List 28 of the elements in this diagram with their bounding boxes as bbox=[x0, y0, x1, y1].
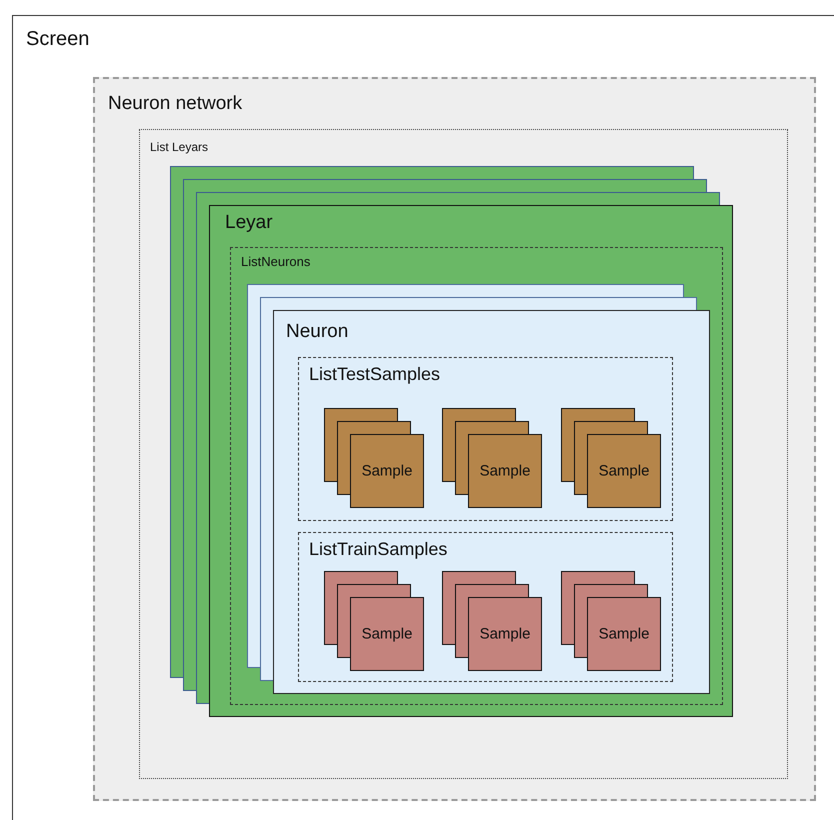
list-container bbox=[298, 532, 673, 682]
list-container bbox=[298, 357, 673, 521]
neuron-card-stack bbox=[247, 284, 710, 694]
sample-card-stack bbox=[561, 571, 661, 671]
container-title: ListNeurons bbox=[241, 254, 310, 269]
sample-label: Sample bbox=[480, 462, 530, 480]
sample-label: Sample bbox=[598, 626, 650, 642]
sample-label: Sample bbox=[480, 626, 530, 642]
container-title: Leyar bbox=[225, 212, 273, 234]
sample-card-stack bbox=[324, 571, 424, 671]
sample-label: Sample bbox=[362, 462, 412, 480]
sample-card-stack bbox=[442, 408, 542, 508]
screen-frame bbox=[12, 15, 834, 820]
container-title: List Leyars bbox=[150, 140, 208, 154]
container-title: Screen bbox=[26, 28, 90, 51]
network-container bbox=[93, 77, 816, 801]
container-title: ListTestSamples bbox=[309, 364, 440, 385]
sample-label: Sample bbox=[598, 462, 650, 480]
list-container bbox=[230, 247, 723, 705]
list-container bbox=[139, 129, 788, 779]
sample-card-stack bbox=[324, 408, 424, 508]
sample-card-stack bbox=[442, 571, 542, 671]
container-title: ListTrainSamples bbox=[309, 539, 448, 560]
sample-card-stack bbox=[561, 408, 661, 508]
layer-card-stack bbox=[170, 166, 733, 717]
container-title: Neuron network bbox=[108, 93, 242, 115]
sample-label: Sample bbox=[362, 626, 412, 642]
container-title: Neuron bbox=[286, 321, 348, 343]
